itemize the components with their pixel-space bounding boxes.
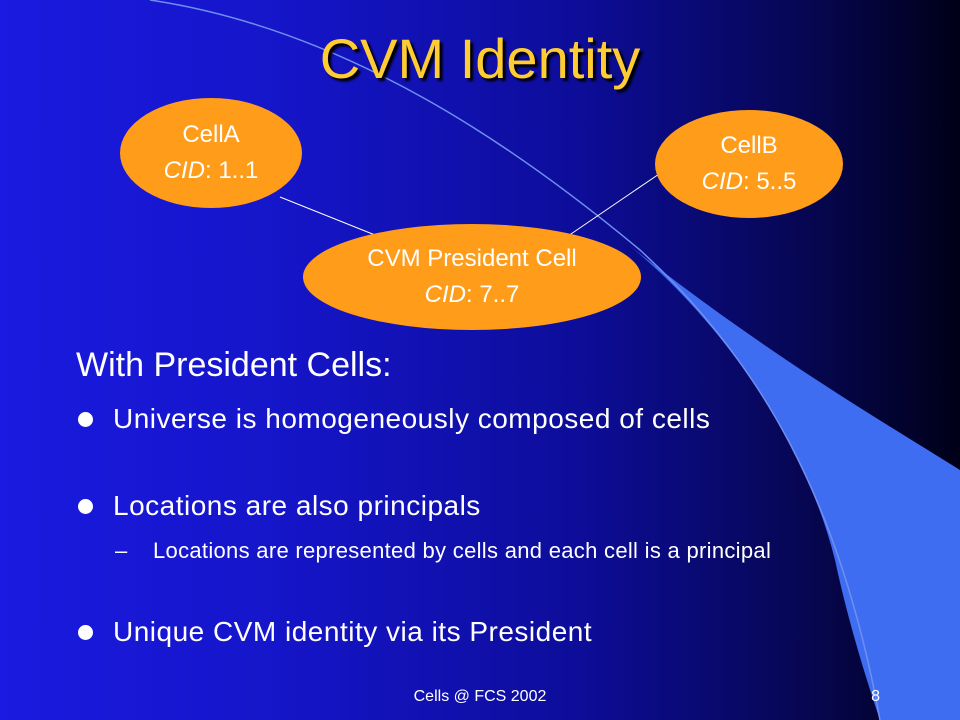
node-label: CellB [720, 132, 778, 159]
sub-bullet-text: Locations are represented by cells and e… [153, 538, 772, 563]
page-title: CVM Identity [319, 27, 641, 90]
page-number: 8 [871, 688, 880, 705]
cid-key: CID [163, 157, 205, 184]
node-label: CellA [182, 121, 240, 148]
swoosh-line [149, 0, 881, 720]
cell-b-node: CellB CID: 5..5 [655, 110, 843, 218]
sub-bullet-item: – Locations are represented by cells and… [115, 537, 893, 565]
node-cid: CID: 1..1 [164, 153, 259, 189]
cell-a-node: CellA CID: 1..1 [120, 98, 302, 208]
node-cid: CID: 5..5 [702, 164, 797, 200]
bullet-text: Locations are also principals [113, 490, 481, 521]
bullet-dot-icon [78, 499, 93, 514]
connector-b-president [567, 171, 663, 237]
cid-value: : 1..1 [204, 157, 259, 184]
bullet-item: Unique CVM identity via its President [78, 616, 833, 648]
cid-key: CID [701, 168, 743, 195]
bullet-text: Universe is homogeneously composed of ce… [113, 403, 711, 434]
sub-bullet-marker: – [115, 538, 128, 563]
bullet-text: Unique CVM identity via its President [113, 616, 593, 647]
accent-panel [620, 238, 960, 720]
section-subtitle: With President Cells: [76, 346, 392, 384]
bullet-item: Locations are also principals [78, 490, 833, 522]
cid-value: : 7..7 [465, 281, 520, 308]
bullet-item: Universe is homogeneously composed of ce… [78, 403, 833, 435]
footer-text: Cells @ FCS 2002 [413, 688, 547, 705]
node-label: CVM President Cell [367, 245, 577, 272]
connector-a-president [279, 196, 376, 236]
cid-key: CID [424, 281, 466, 308]
bullet-dot-icon [78, 412, 93, 427]
cid-value: : 5..5 [742, 168, 797, 195]
bullet-dot-icon [78, 625, 93, 640]
node-cid: CID: 7..7 [425, 277, 520, 313]
president-cell-node: CVM President Cell CID: 7..7 [303, 224, 641, 330]
